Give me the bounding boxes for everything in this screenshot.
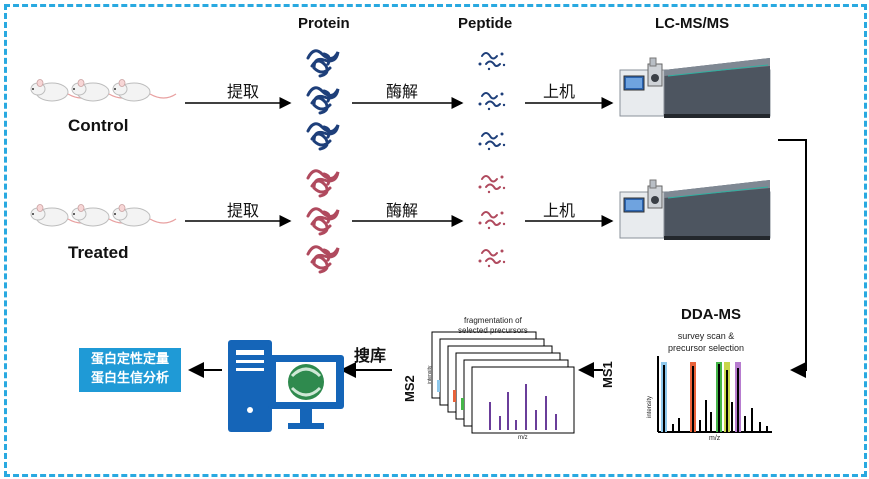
computer-icon	[228, 340, 344, 432]
ms1-spectrum	[657, 356, 772, 433]
result-box: 蛋白定性定量 蛋白生信分析	[79, 348, 181, 392]
protein-icon	[306, 122, 340, 151]
lcms-instrument-icon	[619, 179, 771, 241]
peptide-icon	[477, 210, 507, 231]
peptide-icon	[477, 248, 507, 269]
dashed-border	[4, 4, 867, 477]
lcms-instrument-icon	[619, 57, 771, 119]
ms2-axis-y: intensity	[427, 365, 433, 384]
ms1-label: MS1	[600, 361, 615, 388]
ms2-axis-x: m/z	[518, 435, 528, 441]
peptide-icon	[477, 131, 507, 152]
ms2-fragmentation-label: fragmentation of selected precursors	[458, 316, 528, 335]
label-search: 搜库	[354, 346, 387, 365]
mouse-icon	[112, 78, 177, 102]
header-protein: Protein	[298, 15, 350, 32]
ms2-label: MS2	[402, 375, 417, 402]
ms1-axis-x: m/z	[709, 435, 721, 442]
result-line-1: 蛋白定性定量	[90, 352, 169, 367]
arrow-to-dda	[778, 139, 807, 378]
ms1-axis-y: intensity	[647, 395, 653, 418]
dda-title: DDA-MS	[681, 306, 741, 323]
protein-icon	[306, 86, 340, 115]
label-treated: Treated	[68, 243, 129, 262]
protein-icon	[306, 245, 340, 274]
protein-icon	[306, 169, 340, 198]
label-load-control: 上机	[543, 82, 576, 101]
protein-icon	[306, 49, 340, 78]
ms2-spectra-stack	[431, 331, 575, 434]
header-peptide: Peptide	[458, 15, 513, 32]
label-load-treated: 上机	[543, 201, 576, 220]
header-lcms: LC-MS/MS	[655, 15, 730, 32]
dda-subtitle: survey scan & precursor selection	[668, 331, 745, 353]
peptide-icon	[477, 91, 507, 112]
label-extract-control: 提取	[227, 82, 260, 101]
label-digest-treated: 酶解	[386, 201, 419, 220]
peptide-icon	[477, 51, 507, 72]
result-line-2: 蛋白生信分析	[90, 371, 169, 386]
mouse-icon	[112, 203, 177, 227]
label-digest-control: 酶解	[386, 82, 419, 101]
label-control: Control	[68, 116, 129, 135]
label-extract-treated: 提取	[227, 201, 260, 220]
protein-icon	[306, 207, 340, 236]
peptide-icon	[477, 174, 507, 195]
